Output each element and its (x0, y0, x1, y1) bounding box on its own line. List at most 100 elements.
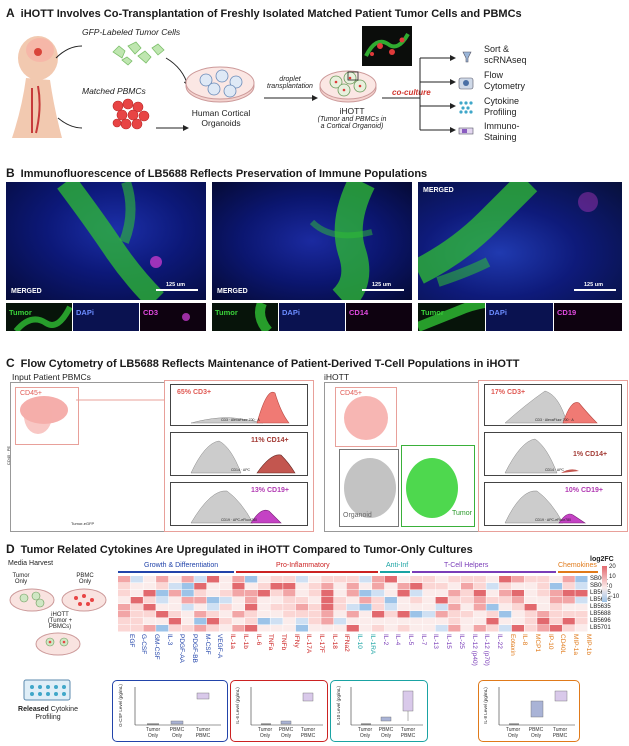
heatmap-cell (397, 618, 410, 625)
heatmap-cell (130, 583, 143, 590)
heatmap-cell (295, 576, 309, 583)
heatmap-cell (422, 604, 436, 611)
heatmap-cell (143, 618, 156, 625)
heatmap-cell (435, 583, 448, 590)
ihott-cd45-gate: CD45+ (335, 387, 397, 447)
heatmap-cell (549, 625, 563, 632)
heatmap-cell (130, 618, 143, 625)
ihott-label: iHOTT (Tumor and PBMCs in a Cortical Org… (317, 106, 387, 130)
cytokine-label: TNFb (279, 634, 287, 651)
heatmap-cell (118, 590, 131, 597)
heatmap-cell (333, 618, 347, 625)
heatmap-cell (537, 604, 550, 611)
heatmap-cell (448, 618, 461, 625)
heatmap-cell (524, 604, 537, 611)
cytokine-label: IL-17F (318, 634, 326, 653)
heatmap-cell (499, 583, 512, 590)
heatmap-cell (524, 597, 537, 604)
heatmap-cell (118, 583, 131, 590)
heatmap-cell (143, 590, 156, 597)
heatmap-cell (118, 597, 131, 604)
cytokine-label: CD40L (559, 634, 567, 655)
heatmap-cell (308, 618, 321, 625)
heatmap-cell (219, 625, 232, 632)
heatmap-cell (384, 597, 397, 604)
heatmap-cell (295, 597, 309, 604)
heatmap-cell (130, 597, 143, 604)
heatmap-cell (156, 625, 169, 632)
heatmap-cell (245, 611, 258, 618)
heatmap-cell (206, 611, 220, 618)
media-dishes-illustration (9, 588, 107, 656)
heatmap-cell (575, 611, 588, 618)
input-hist-cd14: 11% CD14+ CD14 · APC (170, 432, 308, 476)
heatmap-cell (245, 576, 258, 583)
heatmap-cell (194, 583, 207, 590)
cytokine-label: M-CSF (203, 634, 211, 655)
cytokine-label: MIP-1b (584, 634, 592, 655)
cytokine-label: IL-1b (241, 634, 249, 649)
scale-label-2: 125 um (372, 282, 391, 288)
heatmap-cell (346, 576, 359, 583)
micrograph-merged-cd19: MERGED 125 um (418, 182, 622, 300)
merged-label-3: MERGED (423, 187, 454, 194)
channel-tumor-2: Tumor (212, 303, 278, 331)
heatmap-cell (422, 597, 436, 604)
heatmap-cell (499, 611, 512, 618)
heatmap-cell (346, 597, 359, 604)
heatmap-cell (295, 583, 309, 590)
scale-bar-1 (156, 289, 198, 291)
cytokine-label: IL-17A (305, 634, 313, 654)
ihott-dish (319, 70, 377, 103)
pbmc-cells-illustration (112, 98, 150, 130)
heatmap-cell (435, 597, 448, 604)
heatmap-cell (486, 583, 499, 590)
scale-bar-2 (362, 289, 404, 291)
heatmap-cell (283, 611, 296, 618)
heatmap-cell (511, 583, 524, 590)
heatmap-cell (168, 625, 182, 632)
heatmap-cell (321, 625, 334, 632)
heatmap-cell (384, 576, 397, 583)
heatmap-cell (524, 590, 537, 597)
heatmap-cell (118, 625, 131, 632)
heatmap-cell (448, 576, 461, 583)
category-growth: Growth & Differentiation (144, 562, 219, 569)
cytokine-label: IL-4 (394, 634, 402, 646)
heatmap-cell (422, 576, 436, 583)
heatmap-cell (283, 625, 296, 632)
cytokine-label: VEGF-A (216, 634, 224, 659)
heatmap-cell (219, 618, 232, 625)
category-t-cell-helpers: T-Cell Helpers (444, 562, 489, 569)
heatmap-cell (219, 576, 232, 583)
heatmap-cell (549, 590, 563, 597)
heatmap-cell (524, 618, 537, 625)
legend-colorbar (602, 566, 607, 602)
heatmap-cell (384, 590, 397, 597)
heatmap-cell (397, 604, 410, 611)
heatmap-cell (422, 583, 436, 590)
heatmap-cell (257, 590, 270, 597)
sort-scrnaseq-icon (460, 50, 474, 63)
heatmap-cell (511, 625, 524, 632)
heatmap-cell (232, 625, 245, 632)
heatmap-cell (321, 604, 334, 611)
heatmap-cell (257, 576, 270, 583)
heatmap-cell (168, 576, 182, 583)
heatmap-cell (486, 597, 499, 604)
heatmap-cell (460, 604, 474, 611)
heatmap-cell (206, 618, 220, 625)
heatmap-cell (143, 583, 156, 590)
heatmap-cell (245, 590, 258, 597)
coculture-label: co-culture (392, 88, 431, 97)
heatmap-cell (333, 625, 347, 632)
heatmap-cell (397, 590, 410, 597)
heatmap-cell (219, 583, 232, 590)
heatmap-cell (562, 625, 575, 632)
merged-label-2: MERGED (217, 288, 248, 295)
ihott-hist-cd19: 10% CD19+ CD19 · APC-eFluor780 (484, 482, 622, 526)
heatmap-cell (384, 625, 397, 632)
